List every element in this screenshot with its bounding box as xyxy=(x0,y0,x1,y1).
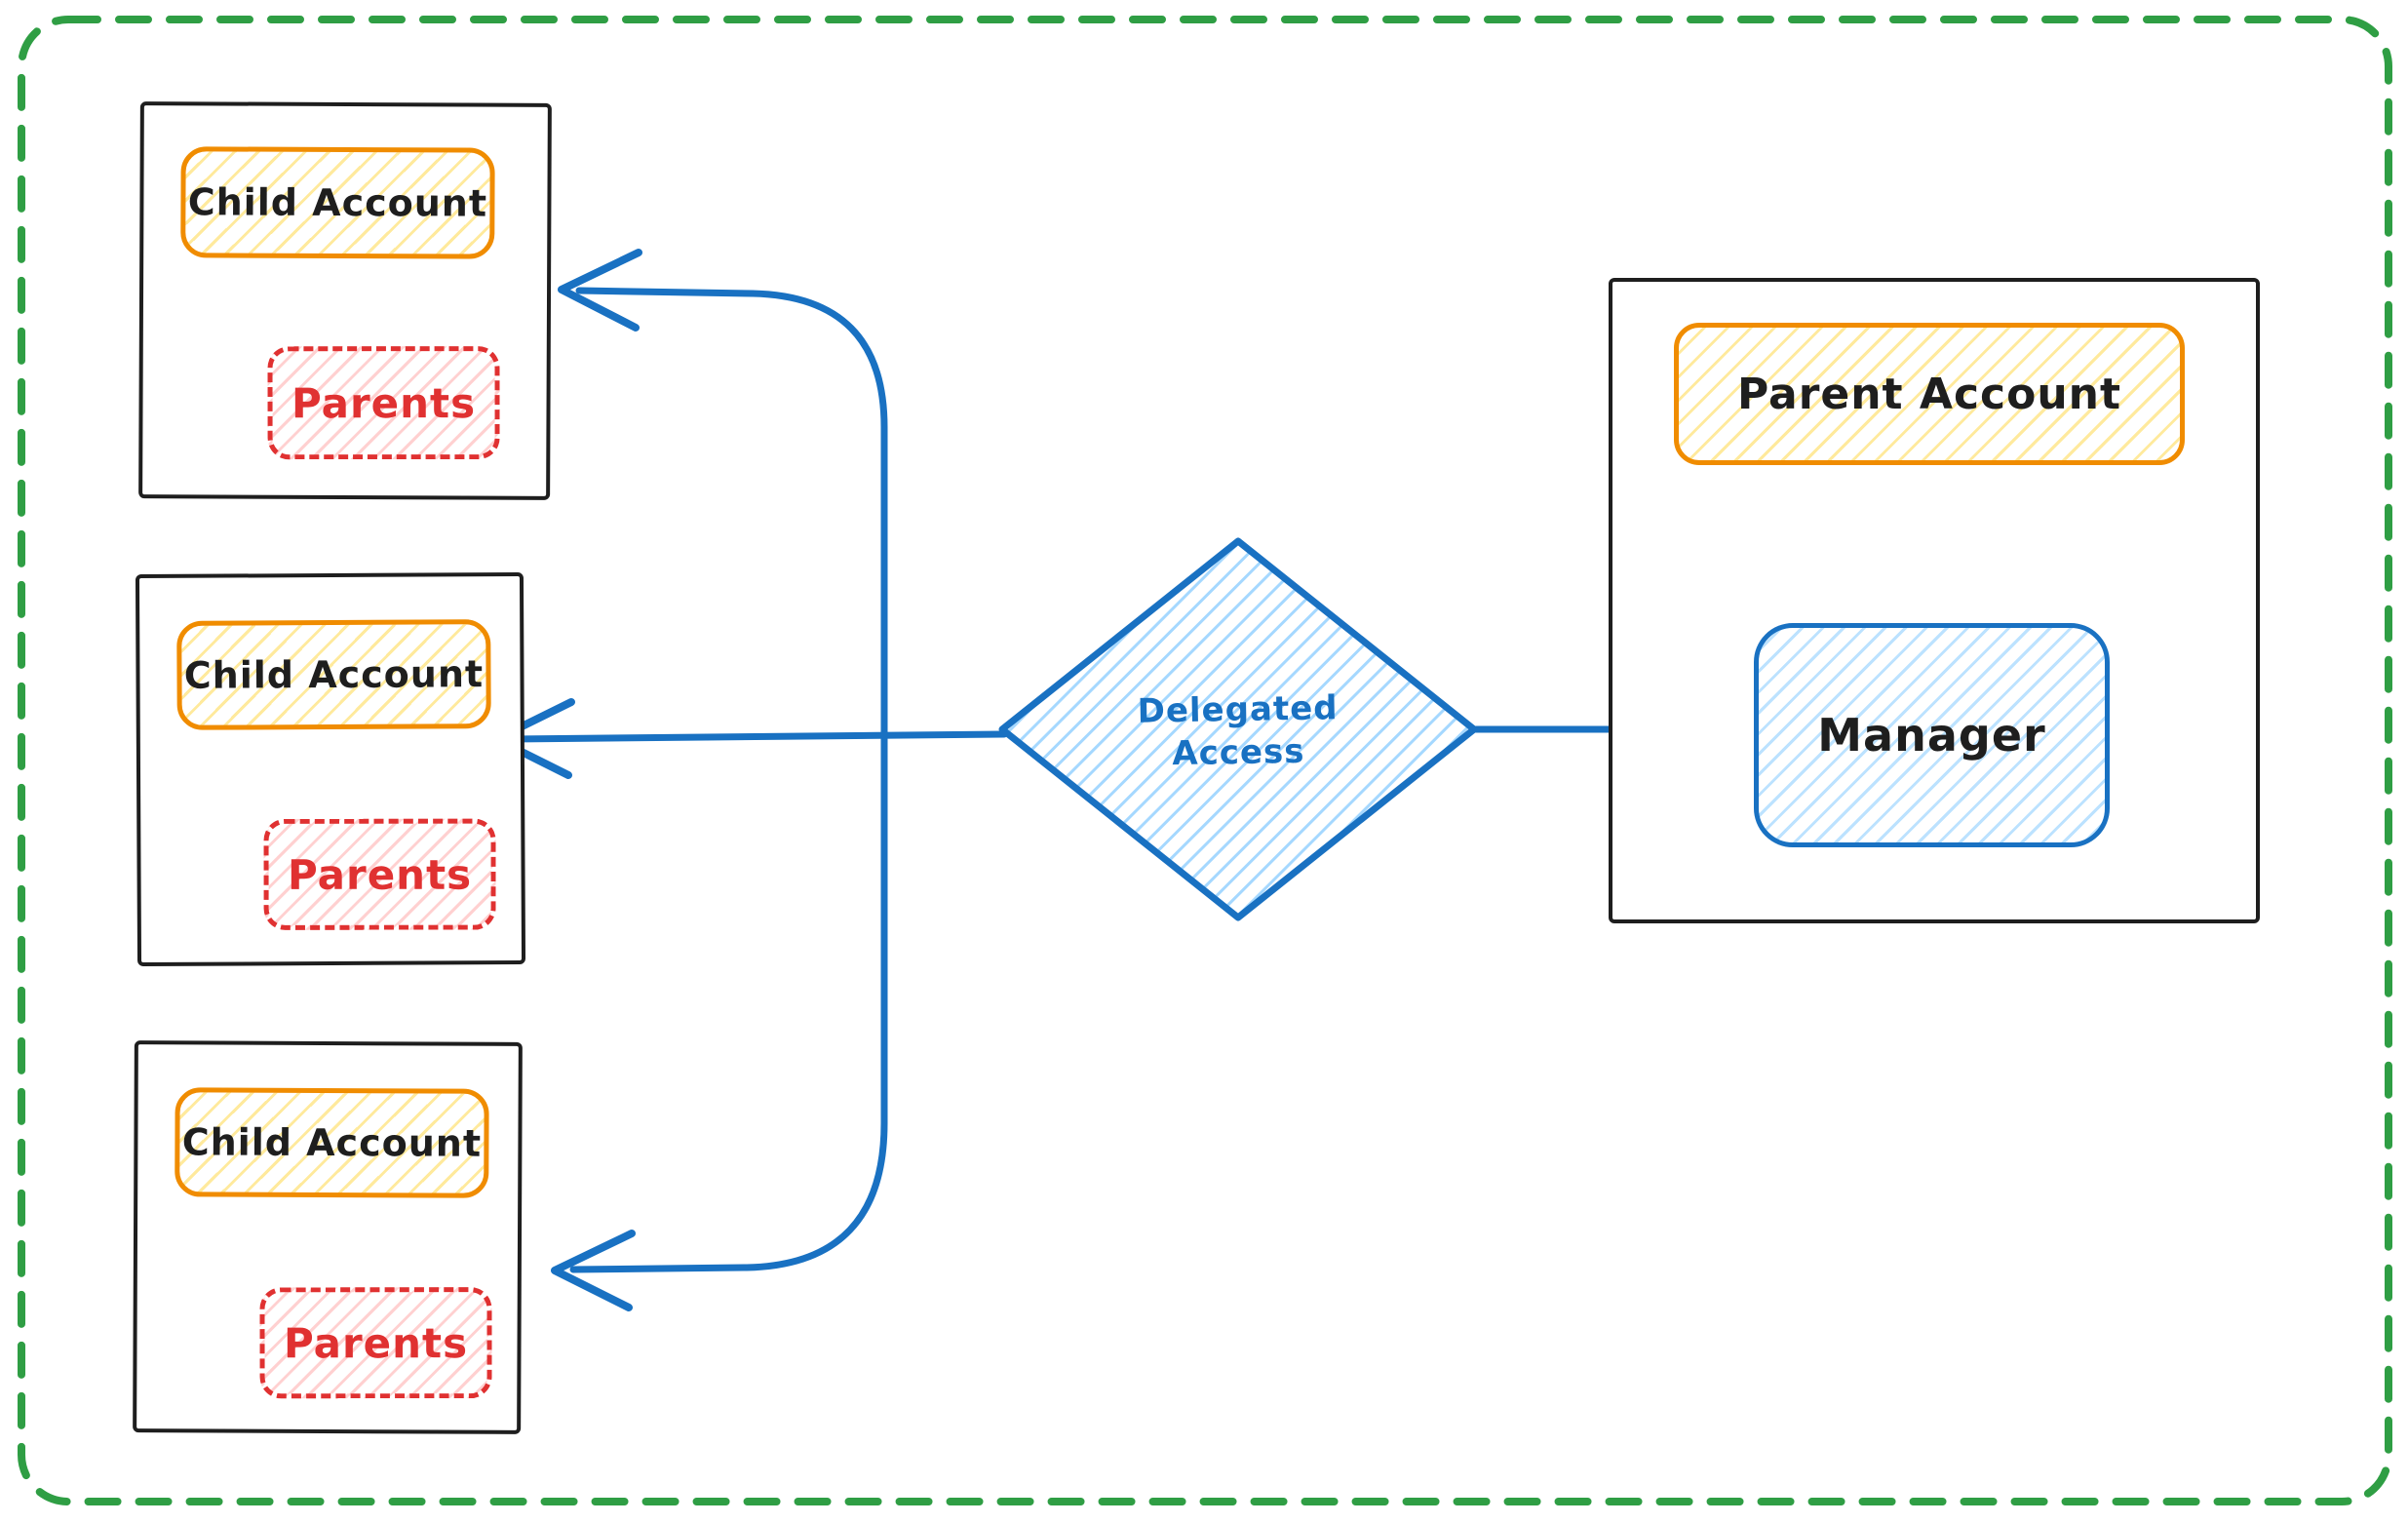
manager-box: Manager xyxy=(1754,623,2110,847)
parents-pill-2: Parents xyxy=(263,818,496,930)
child-account-box-2: Child Account Parents xyxy=(135,571,526,967)
delegated-access-diamond-shape xyxy=(998,537,1478,921)
edge-diamond-to-child3 xyxy=(569,729,888,1273)
child-account-box-1: Child Account Parents xyxy=(138,101,552,500)
parents-label-1: Parents xyxy=(291,378,477,427)
child-account-pill-2: Child Account xyxy=(176,619,491,730)
parent-account-box: Parent Account Manager xyxy=(1609,278,2260,923)
edge-diamond-to-child1 xyxy=(575,287,888,737)
parents-label-2: Parents xyxy=(287,850,473,899)
canvas-dashed-border xyxy=(18,16,2392,1505)
child-account-box-3: Child Account Parents xyxy=(133,1040,523,1434)
manager-label: Manager xyxy=(1817,709,2046,762)
delegated-access-label: Delegated Access xyxy=(1062,670,1415,793)
delegated-access-label-line2: Access xyxy=(1171,731,1305,774)
parent-account-label: Parent Account xyxy=(1736,369,2122,419)
child-account-pill-1: Child Account xyxy=(180,146,495,259)
parent-account-pill: Parent Account xyxy=(1674,323,2185,465)
parents-label-3: Parents xyxy=(283,1318,469,1367)
edge-diamond-to-child3-arrowhead xyxy=(551,1230,636,1311)
edge-diamond-to-child2 xyxy=(507,730,1008,743)
edge-diamond-to-child1-arrowhead xyxy=(558,249,642,332)
parents-pill-3: Parents xyxy=(259,1287,492,1399)
child-account-label-3: Child Account xyxy=(181,1120,483,1165)
child-account-label-2: Child Account xyxy=(183,652,485,697)
child-account-pill-3: Child Account xyxy=(175,1087,489,1198)
parents-pill-1: Parents xyxy=(267,346,500,460)
child-account-label-1: Child Account xyxy=(187,180,488,225)
delegated-access-label-line1: Delegated xyxy=(1137,688,1339,731)
